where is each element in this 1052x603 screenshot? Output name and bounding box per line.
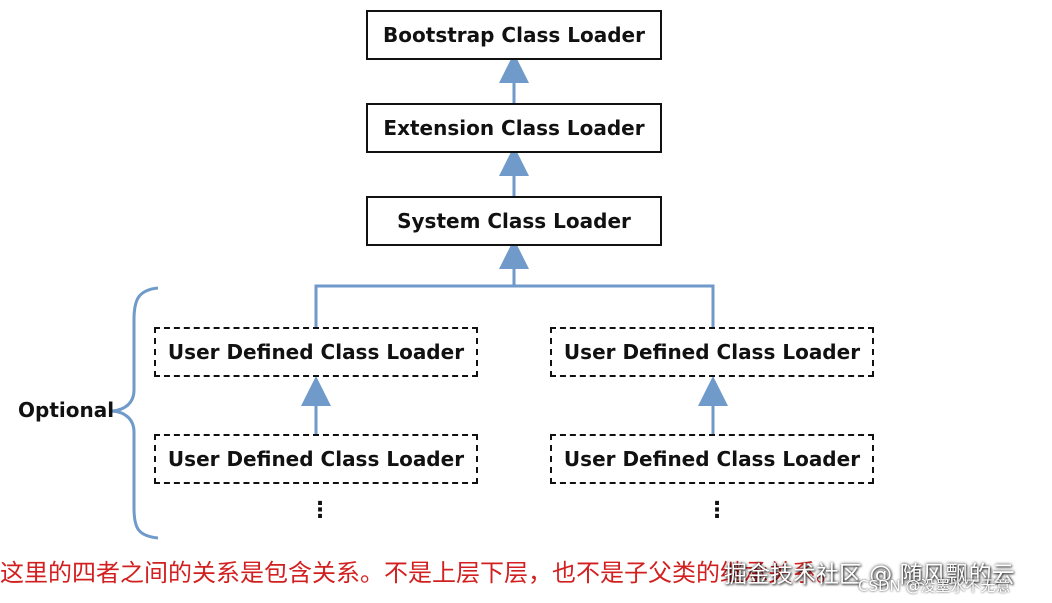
user-defined-loader-label: User Defined Class Loader bbox=[563, 340, 861, 364]
user-defined-loader-right-top: User Defined Class Loader bbox=[550, 327, 874, 377]
system-class-loader-box: System Class Loader bbox=[366, 196, 662, 246]
user-defined-loader-right-bottom: User Defined Class Loader bbox=[550, 434, 874, 484]
watermark-sub: CSDN @没墨水不无意 bbox=[858, 577, 1011, 595]
user-defined-loader-label: User Defined Class Loader bbox=[167, 447, 465, 471]
user-defined-loader-left-top: User Defined Class Loader bbox=[154, 327, 478, 377]
extension-class-loader-label: Extension Class Loader bbox=[383, 116, 645, 140]
ellipsis-right: ⋮ bbox=[706, 498, 728, 523]
extension-class-loader-box: Extension Class Loader bbox=[366, 103, 662, 153]
watermark-main: 掘金技术社区 @ 随风飘的云 bbox=[724, 562, 1015, 588]
optional-brace bbox=[111, 286, 159, 540]
bootstrap-class-loader-box: Bootstrap Class Loader bbox=[366, 10, 662, 60]
user-defined-loader-label: User Defined Class Loader bbox=[563, 447, 861, 471]
optional-label: Optional bbox=[18, 398, 115, 422]
caption-text: 这里的四者之间的关系是包含关系。不是上层下层，也不是子父类的继承关系。 bbox=[0, 559, 840, 587]
bootstrap-class-loader-label: Bootstrap Class Loader bbox=[383, 23, 645, 47]
system-class-loader-label: System Class Loader bbox=[397, 209, 631, 233]
connector-users-to-system bbox=[314, 284, 715, 327]
user-defined-loader-left-bottom: User Defined Class Loader bbox=[154, 434, 478, 484]
ellipsis-left: ⋮ bbox=[309, 498, 331, 523]
user-defined-loader-label: User Defined Class Loader bbox=[167, 340, 465, 364]
